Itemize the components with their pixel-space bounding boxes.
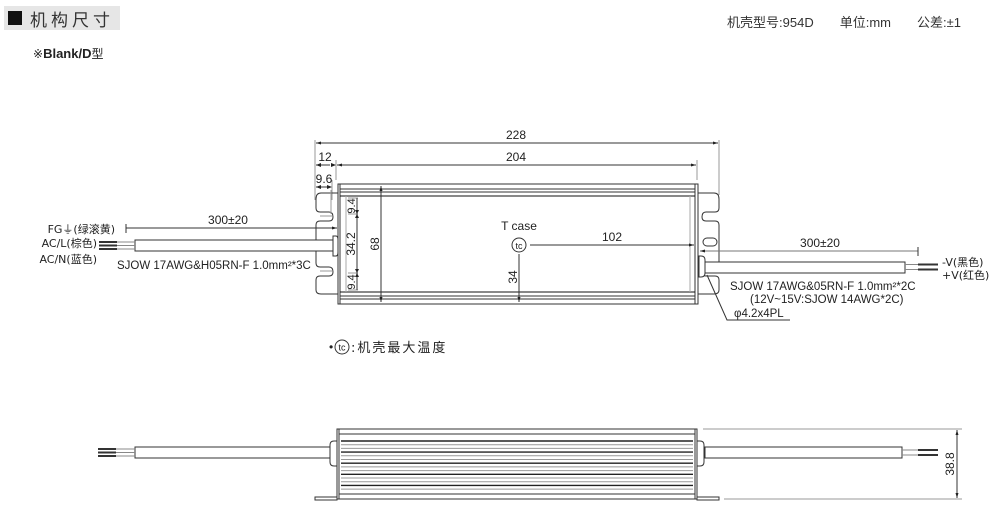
- wire-end: [99, 241, 117, 243]
- wire-end: [98, 448, 116, 450]
- wire-end: [918, 449, 938, 451]
- dim-9-4-bottom: 9.4: [346, 274, 358, 289]
- wire-label-neg: -V(黑色): [942, 255, 983, 269]
- left-cable: [134, 239, 334, 252]
- dim-204: 204: [506, 150, 526, 164]
- tc-circle-icon: [511, 237, 527, 253]
- tc-symbol: tc: [515, 241, 523, 251]
- side-left-cable: [134, 446, 336, 459]
- wire-label-acn: AC/N(蓝色): [39, 252, 97, 266]
- left-cable-length: 300±20: [208, 213, 248, 227]
- hole-leader: [706, 274, 790, 321]
- heat-sink-fins: [341, 440, 693, 490]
- side-view: [98, 428, 962, 501]
- dim-9-4-top: 9.4: [346, 198, 358, 213]
- section-header: 机构尺寸: [4, 6, 120, 31]
- wire-end: [918, 263, 938, 266]
- dim-9-6: 9.6: [316, 172, 333, 186]
- dim-34: 34: [506, 270, 520, 284]
- subtitle-model: Blank/D: [43, 46, 92, 61]
- legend-text: :机壳最大温度: [351, 340, 447, 356]
- tcase-label: T case: [501, 219, 537, 233]
- dim-102: 102: [602, 230, 622, 244]
- dim-12: 12: [318, 150, 332, 164]
- subtitle-suffix: 型: [91, 47, 104, 61]
- case-number: 机壳型号:954D: [727, 15, 814, 30]
- tc-legend-icon: [334, 339, 350, 355]
- oval-hole: [702, 237, 718, 247]
- dim-228: 228: [506, 128, 526, 142]
- wire-label-fg: FG⏚(绿滚黄): [48, 222, 115, 236]
- dim-34-2: 34.2: [344, 232, 358, 256]
- right-cable-length: 300±20: [800, 236, 840, 250]
- right-flange: [698, 192, 720, 295]
- model-subtitle: ※Blank/D型: [33, 45, 103, 62]
- arrow-icon: [316, 163, 336, 167]
- wire-end: [918, 454, 938, 456]
- subtitle-prefix: ※: [33, 47, 44, 61]
- mounting-foot-left: [314, 496, 338, 501]
- side-gland-left: [329, 440, 338, 467]
- cable-gland-right: [698, 255, 706, 278]
- spec-line: 机壳型号:954D 单位:mm 公差:±1: [727, 12, 961, 31]
- mounting-foot-right: [696, 496, 720, 501]
- wire-label-acl: AC/L(棕色): [42, 236, 97, 250]
- wire-end: [98, 451, 116, 454]
- right-cable-note: (12V~15V:SJOW 14AWG*2C): [750, 294, 904, 306]
- square-bullet-icon: [8, 11, 22, 25]
- wire-end: [98, 455, 116, 457]
- right-cable: [704, 261, 906, 274]
- arrow-icon: [316, 185, 332, 189]
- top-view: [99, 140, 938, 321]
- side-case-body: [336, 428, 698, 500]
- wire-end: [99, 248, 117, 250]
- dim-68: 68: [368, 237, 382, 251]
- unit: 单位:mm: [839, 15, 892, 30]
- dim-38-8: 38.8: [943, 452, 957, 476]
- legend-symbol: tc: [338, 343, 346, 353]
- side-right-cable: [704, 446, 903, 459]
- left-cable-spec: SJOW 17AWG&H05RN-F 1.0mm²*3C: [117, 260, 311, 272]
- right-cable-spec: SJOW 17AWG&05RN-F 1.0mm²*2C: [730, 281, 916, 293]
- cable-gland-left: [332, 235, 339, 257]
- wire-end: [918, 268, 938, 271]
- hole-callout: φ4.2x4PL: [734, 308, 784, 320]
- wire-label-pos: +V(红色): [942, 268, 989, 282]
- tolerance: 公差:±1: [917, 15, 961, 30]
- section-title: 机构尺寸: [30, 10, 114, 31]
- side-gland-right: [696, 440, 705, 467]
- wire-end: [99, 244, 117, 247]
- legend-bullet: •: [329, 340, 333, 354]
